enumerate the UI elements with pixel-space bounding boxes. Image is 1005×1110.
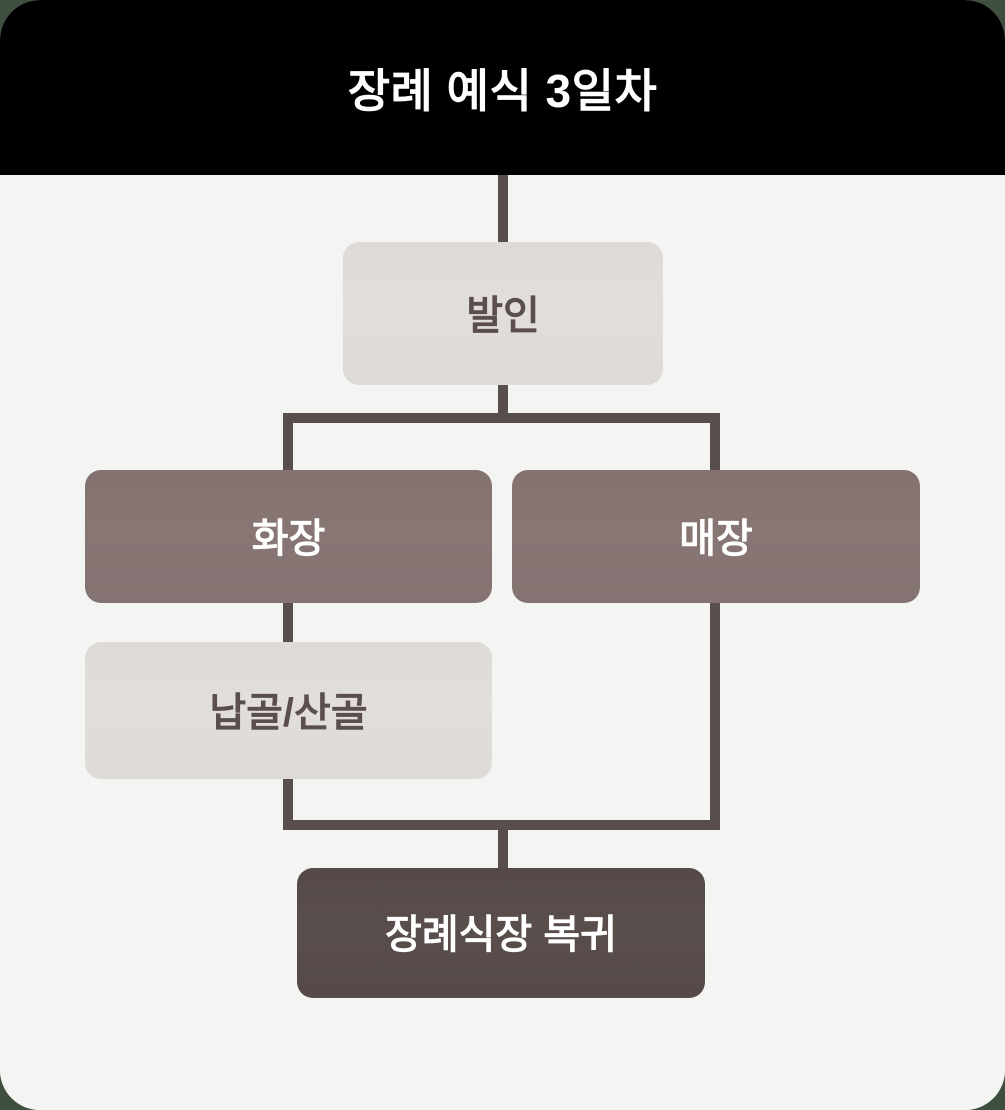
connector-header-to-balin [498,175,508,250]
node-return-to-funeral-hall[interactable]: 장례식장 복귀 [297,868,705,998]
flowchart-canvas: 발인 화장 매장 납골/산골 장례식장 복귀 [0,175,1005,1110]
connector-nabgol-down [283,778,293,828]
node-balin-label: 발인 [466,293,540,338]
node-balin[interactable]: 발인 [343,242,663,385]
page-title: 장례 예식 3일차 [347,64,658,117]
header-bar: 장례 예식 3일차 [0,0,1005,175]
node-return-label: 장례식장 복귀 [385,913,617,957]
connector-hwajang-to-nabgol [283,602,293,642]
connector-balin-down [498,383,508,418]
connector-merge-to-return [498,820,508,875]
connector-split-right-drop [710,413,720,470]
node-nabgol-label: 납골/산골 [209,690,368,735]
node-maejang-label: 매장 [679,516,753,561]
node-hwajang-label: 화장 [251,516,326,561]
connector-split-bar [283,413,720,423]
node-maejang[interactable]: 매장 [512,470,920,603]
connector-split-left-drop [283,413,293,470]
node-hwajang[interactable]: 화장 [85,470,492,603]
node-nabgol[interactable]: 납골/산골 [85,642,492,779]
connector-maejang-down [710,602,720,828]
